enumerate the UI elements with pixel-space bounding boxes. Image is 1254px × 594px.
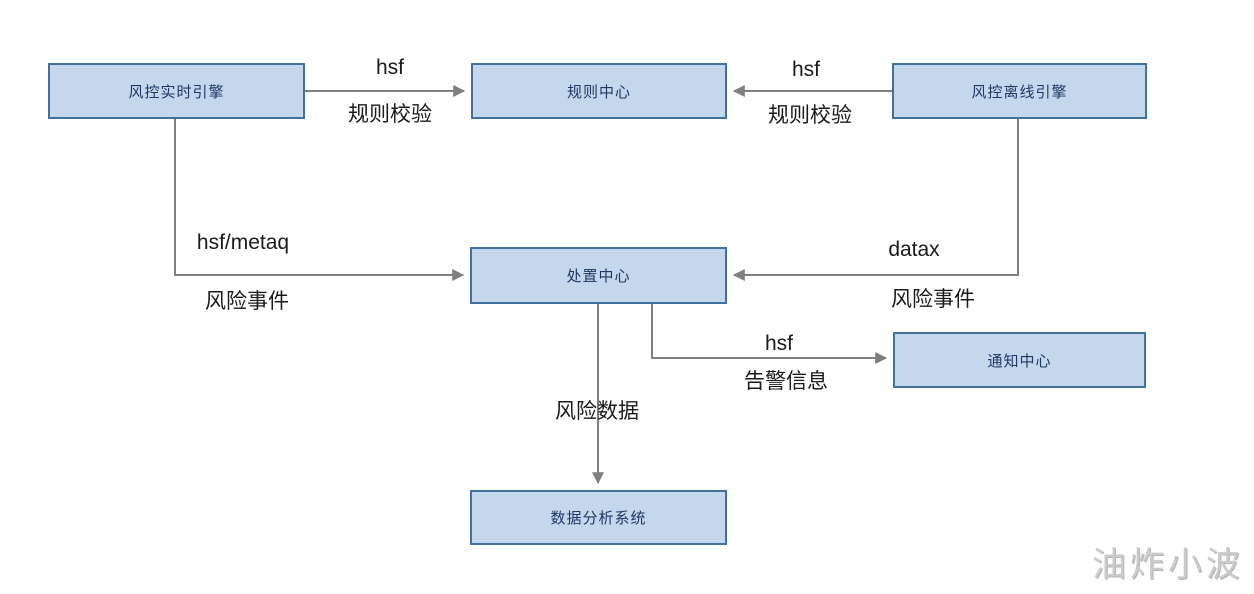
- edge-label-realtime-rulecenter-protocol: hsf: [375, 56, 405, 79]
- edge-label-offline-rulecenter-protocol: hsf: [791, 58, 821, 81]
- watermark: 油炸小波: [1092, 546, 1244, 584]
- edge-label-disposal-notify-payload: 告警信息: [744, 370, 828, 393]
- edge-label-offline-rulecenter-payload: 规则校验: [768, 104, 852, 127]
- edge-disposal-to-notify: [651, 304, 888, 364]
- node-data-analysis: 数据分析系统: [470, 490, 727, 545]
- edge-label-offline-disposal-protocol: datax: [888, 238, 940, 261]
- edge-label-offline-disposal-payload: 风险事件: [891, 288, 975, 311]
- edge-offline-to-disposal: [732, 119, 1019, 281]
- edge-label-disposal-notify-protocol: hsf: [764, 332, 794, 355]
- edge-label-realtime-disposal-protocol: hsf/metaq: [196, 231, 290, 254]
- edge-label-disposal-analysis-payload: 风险数据: [555, 400, 639, 423]
- node-offline-engine: 风控离线引擎: [892, 63, 1147, 119]
- node-rule-center: 规则中心: [471, 63, 727, 119]
- edge-label-realtime-disposal-payload: 风险事件: [205, 290, 289, 313]
- node-notify-center: 通知中心: [893, 332, 1146, 388]
- edge-label-realtime-rulecenter-payload: 规则校验: [348, 103, 432, 126]
- edge-realtime-to-disposal: [174, 119, 465, 281]
- node-disposal-center: 处置中心: [470, 247, 727, 304]
- node-realtime-engine: 风控实时引擎: [48, 63, 305, 119]
